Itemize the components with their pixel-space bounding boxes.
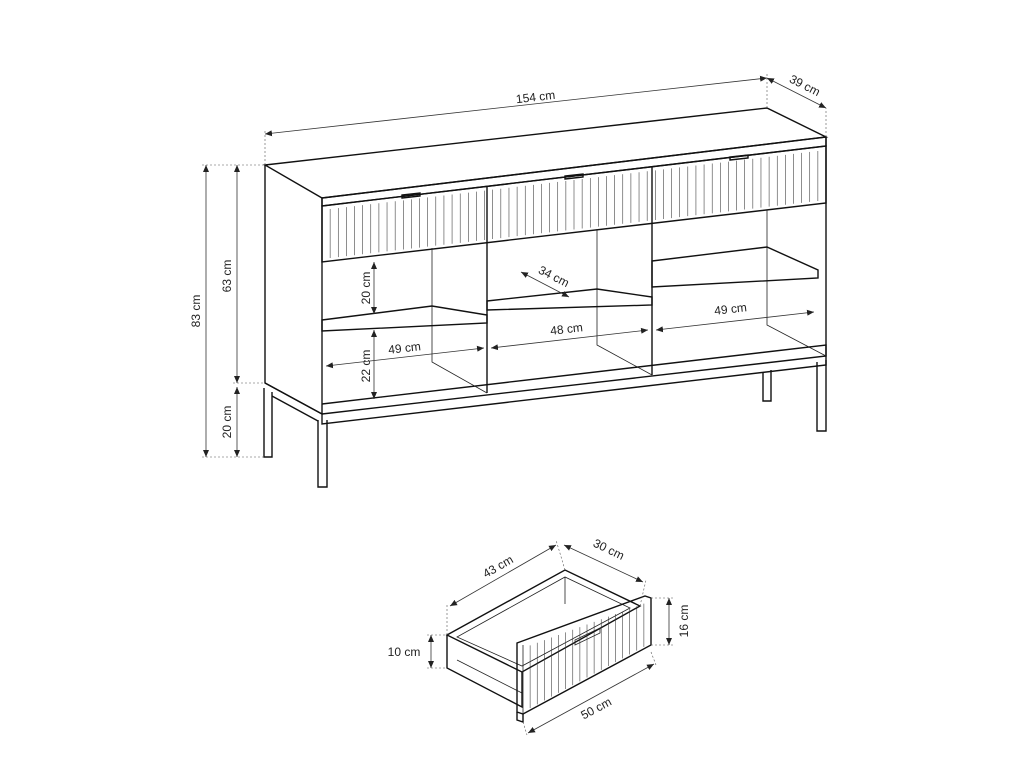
dim-right-width-label: 49 cm — [714, 300, 748, 318]
drawer-fluting — [329, 150, 819, 259]
dim-drawer-front-height-label: 16 cm — [677, 605, 691, 638]
drawer-inner-bottom — [456, 659, 523, 694]
dim-left-width-label: 49 cm — [388, 339, 422, 357]
drawer-handle-1 — [401, 192, 421, 199]
dim-middle-width-label: 48 cm — [550, 320, 584, 338]
bottom-front-edge — [321, 344, 827, 415]
dim-body-height-label: 63 cm — [220, 260, 234, 293]
drawer-handle-2 — [564, 173, 584, 180]
leg-rail-left — [271, 395, 319, 422]
drawer-drawing — [445, 569, 652, 723]
leg-front-left — [317, 420, 328, 488]
sideboard-dimensions: 154 cm 39 cm 83 cm 63 cm 20 cm 20 cm 22 … — [189, 72, 827, 458]
dim-drawer-front-width-label: 50 cm — [578, 695, 613, 723]
divider-left-back — [431, 248, 488, 394]
drawer-box-rim — [445, 569, 642, 673]
dim-drawer-width-label: 43 cm — [480, 552, 515, 580]
dim-drawer-width-line — [449, 544, 557, 607]
drawer-handle-3 — [729, 154, 749, 161]
sideboard-top — [262, 107, 829, 199]
leg-back-right — [762, 370, 772, 402]
drawer-front-fluting — [529, 603, 645, 709]
shelf-middle — [486, 288, 653, 311]
leg-back-left — [263, 388, 273, 458]
shelf-left — [321, 305, 488, 332]
dim-drawer-depth-label: 30 cm — [591, 536, 627, 563]
dim-drawer-box-height-label: 10 cm — [388, 645, 421, 659]
dim-right-width-line — [655, 309, 815, 333]
shelf-right — [651, 246, 819, 288]
drawer-front-handle — [574, 627, 601, 646]
right-back-edge — [766, 210, 827, 357]
drawer-band — [321, 145, 827, 263]
dim-drawer-depth-line — [563, 544, 644, 583]
divider-right-back — [596, 229, 653, 376]
dim-upper-compartment-label: 20 cm — [359, 272, 373, 305]
dim-middle-width-line — [490, 327, 649, 351]
dim-depth-label: 39 cm — [787, 72, 822, 99]
dim-left-width-line — [325, 345, 485, 369]
left-side-panel — [264, 165, 323, 416]
dim-width-line — [264, 75, 768, 137]
dim-leg-height-label: 20 cm — [220, 406, 234, 439]
dim-lower-compartment-label: 22 cm — [359, 350, 373, 383]
dim-width-label: 154 cm — [515, 88, 556, 106]
dim-shelf-depth-line — [520, 271, 570, 298]
dim-shelf-depth-label: 34 cm — [536, 263, 571, 290]
drawer-front-foot — [516, 712, 524, 723]
dim-drawer-front-width-line — [527, 663, 655, 734]
drawer-box-side — [446, 635, 523, 709]
sideboard-drawing — [262, 107, 829, 488]
dim-total-height-label: 83 cm — [189, 295, 203, 328]
leg-front-right — [816, 360, 827, 432]
dim-depth-line — [766, 77, 827, 109]
